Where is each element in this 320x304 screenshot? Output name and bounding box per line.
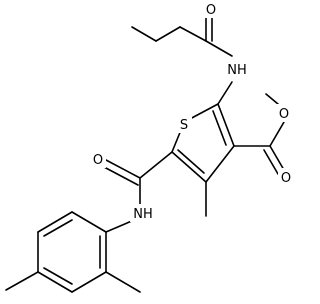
bond-ar5-ar6 [71, 271, 107, 293]
bond-ar1-ar2 [71, 211, 107, 233]
atom-s-ring: S [180, 118, 188, 133]
bond-nh-aryl [105, 219, 135, 233]
bond-ar2-ar3-a [37, 211, 73, 233]
bond-c4-c5-b [177, 149, 205, 174]
butanoyl-chain [131, 14, 233, 105]
bond-s-c2 [187, 103, 219, 121]
bond-cester-o-double-a [269, 145, 285, 171]
bond-c2-c3 [155, 26, 181, 42]
bond-camide-o-b [103, 166, 139, 186]
bond-cester-o-ether [269, 121, 285, 147]
bond-c2-c3-b [212, 110, 227, 146]
bond-c3-c4 [205, 145, 235, 183]
atom-o-ester-ether: O [279, 107, 289, 122]
bond-c4-c5-a [171, 151, 207, 183]
molecule-structure: O NH S O O O NH [5, 3, 292, 293]
atom-nh-anilide: NH [133, 207, 153, 222]
bond-cester-o-double-b [263, 149, 279, 175]
bond-ar6-methyl [105, 271, 141, 293]
bond-ar2-ar3-b [43, 219, 73, 237]
bond-c4-nh [205, 40, 233, 57]
atom-o-butanoyl: O [206, 3, 216, 18]
bond-c1-c2 [131, 26, 157, 42]
bond-c2-c3-a [217, 103, 235, 147]
bond-ar4-ar5-a [37, 271, 73, 293]
methyl-ester [233, 93, 285, 175]
thiophene-ring [171, 103, 235, 183]
atom-o-carboxamide: O [93, 153, 103, 168]
bond-o-ether-ch3 [265, 93, 279, 105]
atom-o-ester-carbonyl: O [281, 171, 291, 186]
atom-nh-amide: NH [227, 63, 247, 78]
bond-ar4-ar5-b [43, 267, 73, 285]
bond-nh-c2ring [217, 81, 233, 105]
bond-c5-camide [139, 151, 173, 179]
dimethylphenyl-ring [5, 211, 141, 293]
bond-c5-s [171, 129, 182, 153]
bond-c3-c4 [179, 26, 207, 42]
bond-ar4-methyl [5, 271, 39, 291]
carboxamide [103, 151, 173, 233]
bond-camide-o-a [105, 159, 141, 179]
